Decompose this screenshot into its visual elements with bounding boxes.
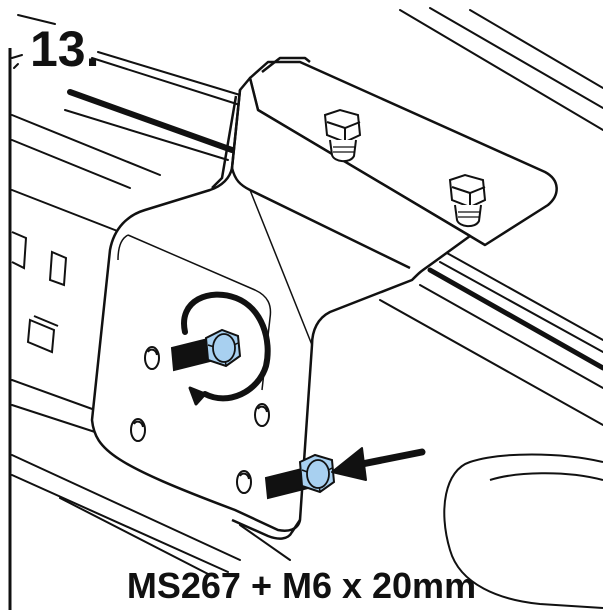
insert-arrow-icon [331,447,426,481]
bolt-m6x20-bottom [264,453,336,500]
hex-nut-left [323,108,362,163]
beam-slots [11,231,68,354]
bolt-m6x20-top [170,328,242,372]
beam-oval-slot [443,453,603,609]
hex-nut-right [448,173,487,228]
step-number: 13. [30,21,100,77]
bracket-holes [130,346,270,494]
part-caption: MS267 + M6 x 20mm [126,565,477,606]
rail-beam [11,7,603,576]
rotate-clockwise-icon [181,291,271,406]
